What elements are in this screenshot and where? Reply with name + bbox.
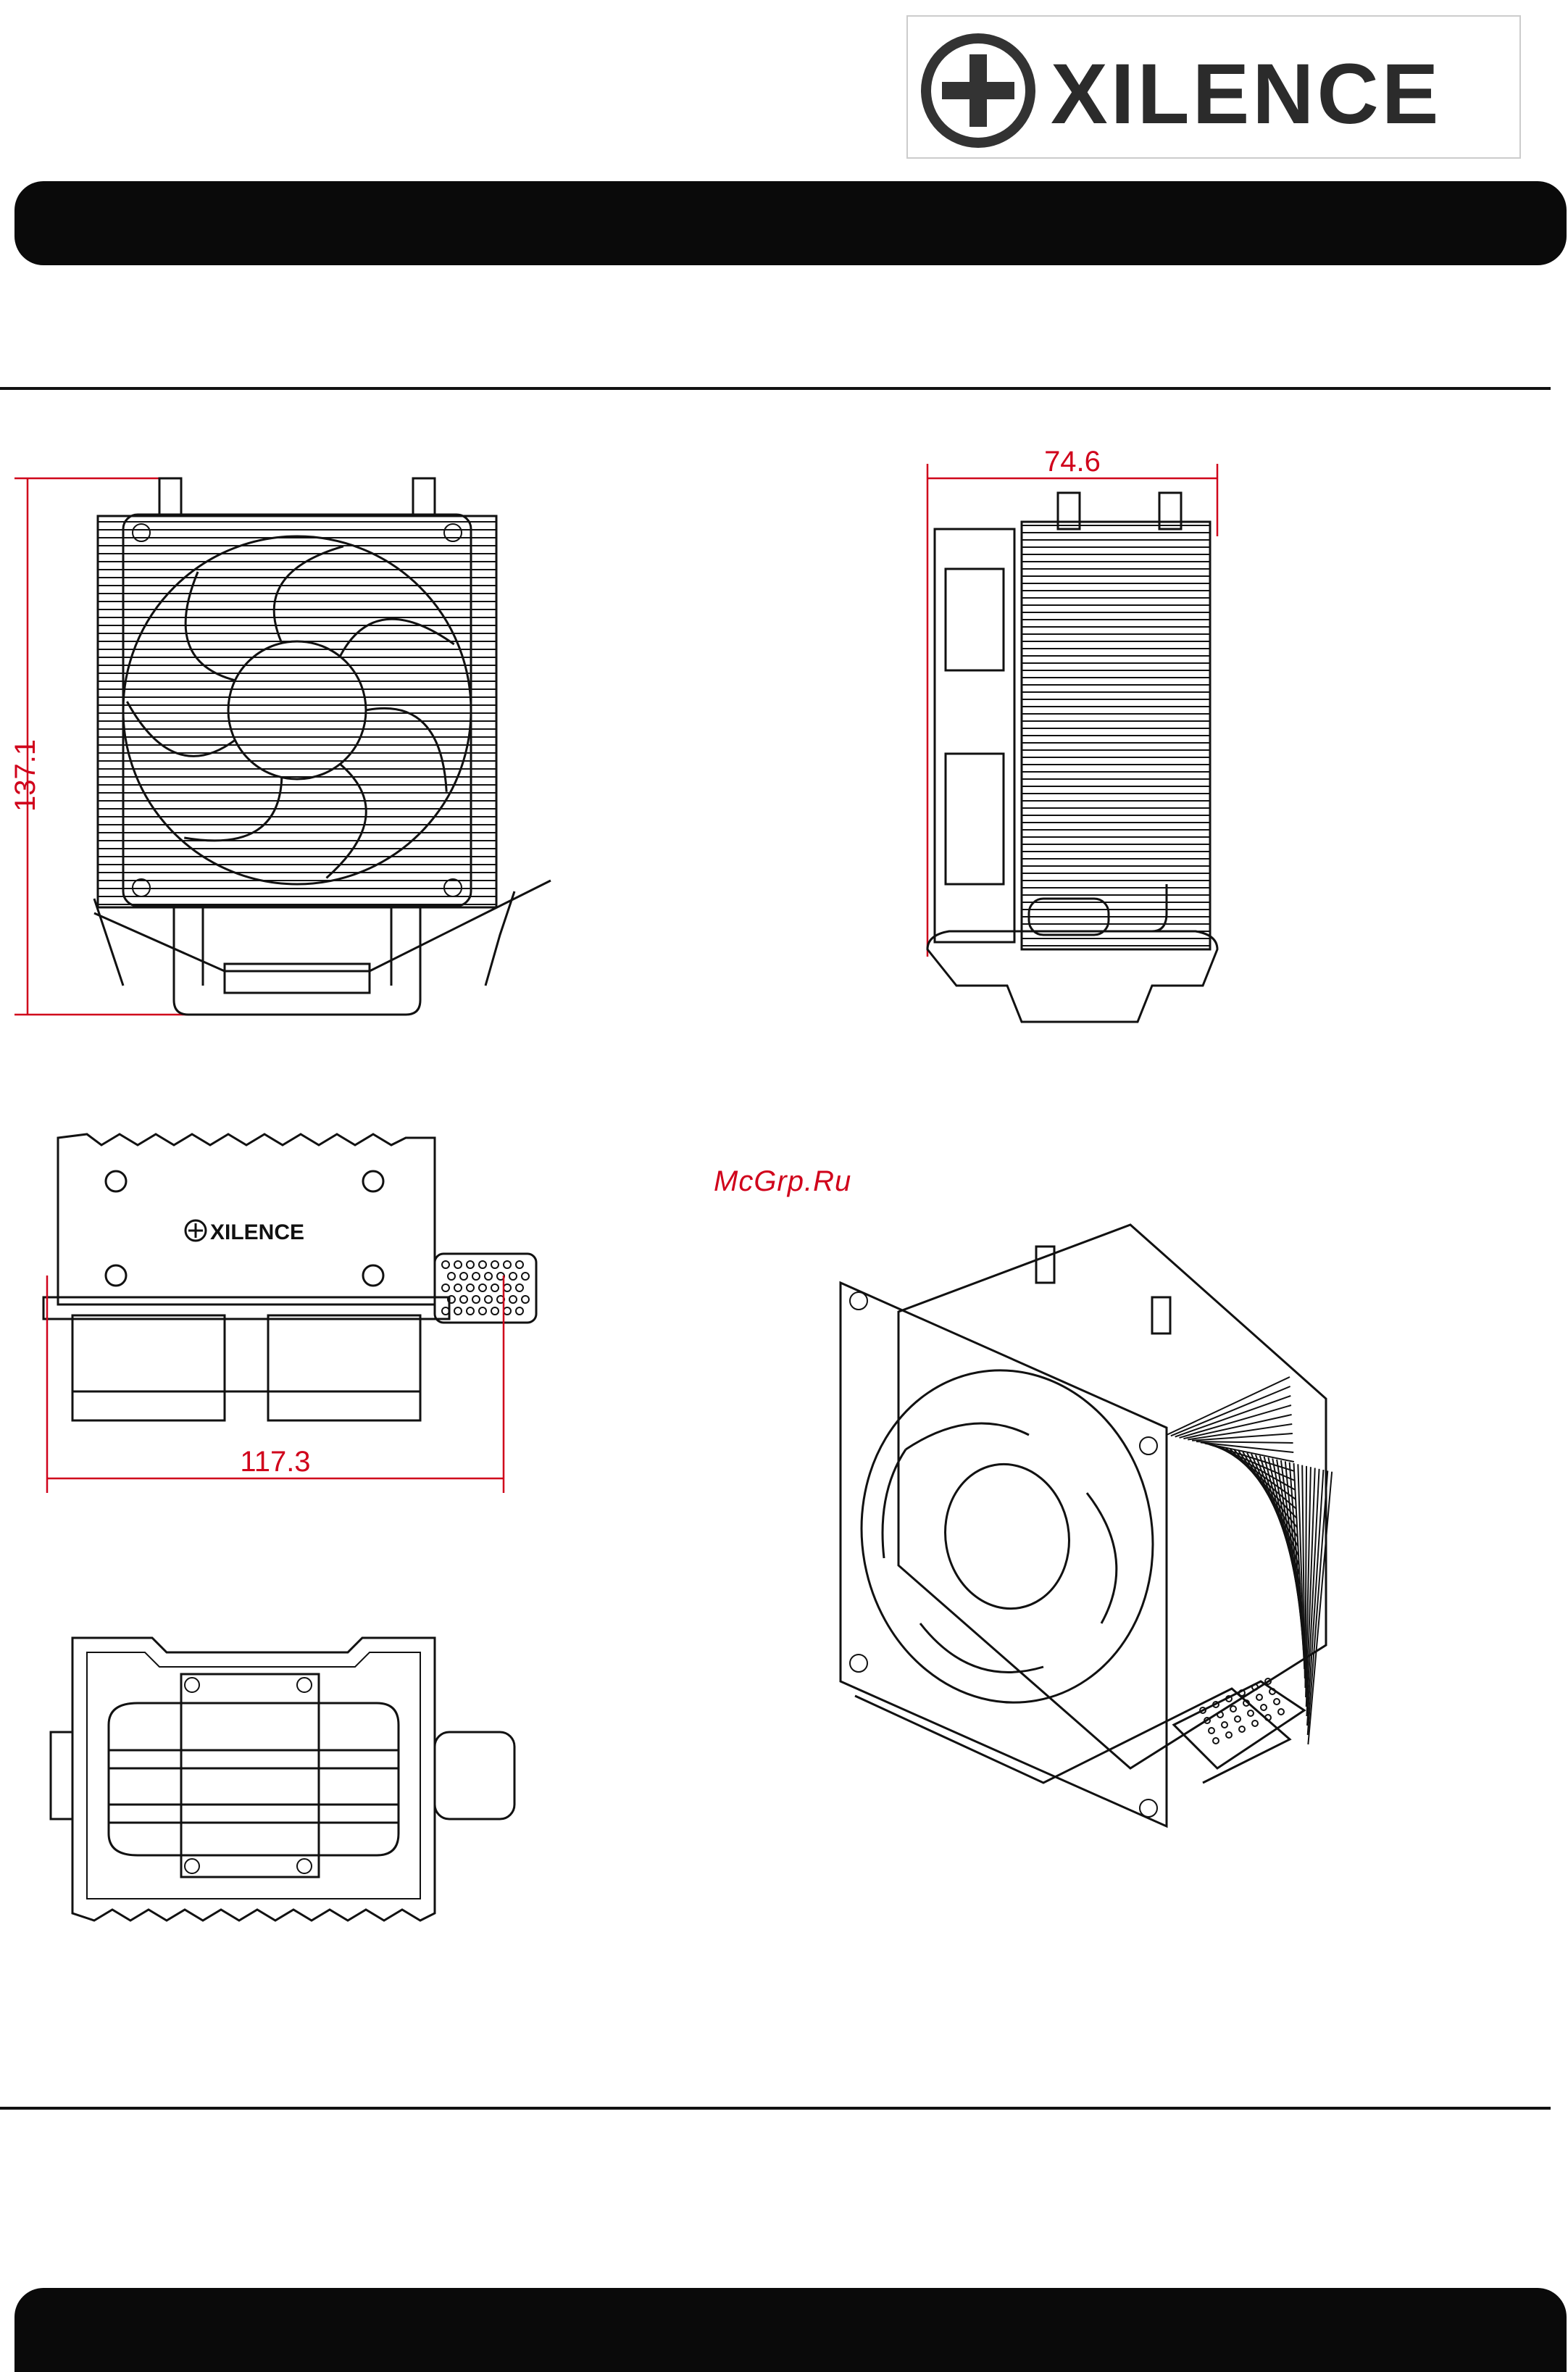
header-bar [14, 181, 1567, 265]
brand-logo: XILENCE [906, 14, 1522, 159]
footer-bar [14, 2288, 1567, 2372]
isometric-view [826, 1218, 1333, 1841]
watermark: McGrp.Ru [714, 1165, 851, 1198]
divider-bottom [0, 2107, 1551, 2110]
front-view: 137.1 [14, 464, 580, 1029]
brand-name: XILENCE [1051, 46, 1441, 142]
dim-height: 137.1 [9, 739, 41, 812]
bottom-view [43, 1623, 522, 1957]
side-view: 74.6 [920, 449, 1254, 1044]
dim-width: 117.3 [240, 1446, 310, 1478]
dim-depth: 74.6 [1044, 446, 1101, 478]
divider-top [0, 387, 1551, 390]
top-view: XILENCE 117.3 [29, 1116, 536, 1493]
brand-name-top: XILENCE [210, 1220, 304, 1244]
